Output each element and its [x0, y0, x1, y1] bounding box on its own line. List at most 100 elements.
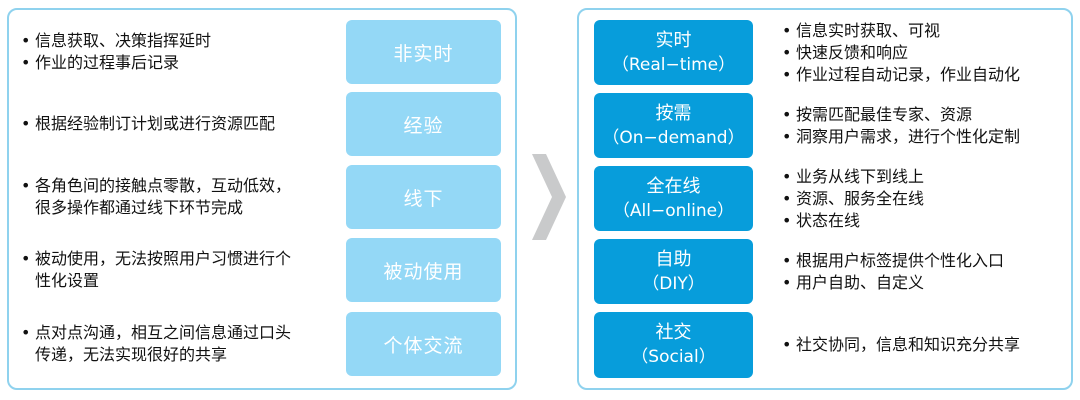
bullet-item: •各角色间的接触点零散，互动低效， [21, 175, 346, 197]
bullet-item: •根据用户标签提供个性化入口 [782, 250, 1072, 272]
bullet-dot: • [21, 176, 31, 195]
left-row: •被动使用，无法按照用户习惯进行个 性化设置 被动使用 [9, 238, 515, 302]
right-tag-diy: 自助 （DIY） [594, 239, 753, 304]
bullet-item: •按需匹配最佳专家、资源 [782, 104, 1072, 126]
bullet-item: •洞察用户需求，进行个性化定制 [782, 126, 1072, 148]
bullet-text: 按需匹配最佳专家、资源 [796, 104, 973, 124]
bullet-item: •信息实时获取、可视 [782, 20, 1072, 42]
bullet-text: 点对点沟通，相互之间信息通过口头 [35, 323, 292, 342]
right-tag-realtime: 实时 （Real−time） [594, 20, 753, 85]
bullet-dot: • [782, 166, 792, 186]
left-row: •信息获取、决策指挥延时 •作业的过程事后记录 非实时 [9, 20, 515, 84]
right-tag-all-online: 全在线 （All−online） [594, 166, 753, 231]
bullet-dot: • [21, 114, 31, 133]
bullet-text: 状态在线 [796, 210, 861, 230]
tag-subtitle: （Social） [631, 347, 716, 367]
bullet-item: •信息获取、决策指挥延时 [21, 30, 346, 52]
bullet-item: •社交协同，信息和知识充分共享 [782, 334, 1072, 356]
bullet-item: •作业过程自动记录，作业自动化 [782, 64, 1072, 86]
left-bullet-list: •信息获取、决策指挥延时 •作业的过程事后记录 [21, 20, 346, 84]
left-row: •各角色间的接触点零散，互动低效， 很多操作都通过线下环节完成 线下 [9, 165, 515, 229]
bullet-text: 被动使用，无法按照用户习惯进行个 [35, 249, 292, 268]
left-bullet-list: •各角色间的接触点零散，互动低效， 很多操作都通过线下环节完成 [21, 165, 346, 229]
right-row: 按需 （On−demand） •按需匹配最佳专家、资源 •洞察用户需求，进行个性… [579, 93, 1071, 158]
bullet-text: 快速反馈和响应 [796, 42, 909, 62]
bullet-dot: • [782, 188, 792, 208]
left-row: •根据经验制订计划或进行资源匹配 经验 [9, 92, 515, 156]
bullet-text: 社交协同，信息和知识充分共享 [796, 335, 1021, 354]
bullet-dot: • [782, 64, 792, 84]
bullet-text: 根据用户标签提供个性化入口 [796, 250, 1005, 270]
bullet-dot: • [782, 335, 792, 354]
target-state-panel: 实时 （Real−time） •信息实时获取、可视 •快速反馈和响应 •作业过程… [577, 8, 1073, 390]
bullet-text: 资源、服务全在线 [796, 188, 925, 208]
tag-subtitle: （DIY） [642, 273, 705, 294]
bullet-text: 洞察用户需求，进行个性化定制 [796, 126, 1021, 146]
tag-title: 按需 [655, 102, 692, 124]
right-bullet-list: •业务从线下到线上 •资源、服务全在线 •状态在线 [782, 166, 1072, 231]
bullet-dot: • [782, 272, 792, 292]
left-bullet-list: •被动使用，无法按照用户习惯进行个 性化设置 [21, 238, 346, 302]
bullet-dot: • [21, 53, 31, 72]
bullet-item: •作业的过程事后记录 [21, 52, 346, 74]
left-bullet-list: •根据经验制订计划或进行资源匹配 [21, 92, 346, 156]
bullet-text: 很多操作都通过线下环节完成 [35, 198, 244, 217]
bullet-dot: • [782, 42, 792, 62]
right-bullet-list: •根据用户标签提供个性化入口 •用户自助、自定义 [782, 239, 1072, 304]
left-tag-offline: 线下 [346, 165, 501, 229]
bullet-item: 传递，无法实现很好的共享 [21, 344, 346, 366]
left-row: •点对点沟通，相互之间信息通过口头 传递，无法实现很好的共享 个体交流 [9, 312, 515, 376]
bullet-dot: • [782, 126, 792, 146]
bullet-item: 很多操作都通过线下环节完成 [21, 197, 346, 219]
bullet-text: 传递，无法实现很好的共享 [35, 345, 228, 364]
tag-title: 自助 [655, 248, 692, 270]
bullet-dot: • [782, 104, 792, 124]
bullet-text: 各角色间的接触点零散，互动低效， [35, 176, 292, 195]
bullet-dot: • [782, 250, 792, 270]
bullet-item: •业务从线下到线上 [782, 166, 1072, 188]
bullet-text: 作业过程自动记录，作业自动化 [796, 64, 1021, 84]
bullet-dot: • [21, 249, 31, 268]
left-tag-experience: 经验 [346, 92, 501, 156]
right-row: 全在线 （All−online） •业务从线下到线上 •资源、服务全在线 •状态… [579, 166, 1071, 231]
bullet-text: 性化设置 [35, 271, 100, 290]
bullet-item: 性化设置 [21, 270, 346, 292]
bullet-text: 作业的过程事后记录 [35, 53, 180, 72]
right-bullet-list: •按需匹配最佳专家、资源 •洞察用户需求，进行个性化定制 [782, 93, 1072, 158]
tag-title: 全在线 [646, 175, 701, 197]
left-tag-non-realtime: 非实时 [346, 20, 501, 84]
bullet-item: •状态在线 [782, 210, 1072, 232]
bullet-item: •被动使用，无法按照用户习惯进行个 [21, 248, 346, 270]
left-bullet-list: •点对点沟通，相互之间信息通过口头 传递，无法实现很好的共享 [21, 312, 346, 376]
bullet-item: •用户自助、自定义 [782, 272, 1072, 294]
tag-title: 社交 [655, 322, 692, 343]
chevron-right-icon [532, 154, 566, 240]
tag-subtitle: （All−online） [612, 200, 735, 221]
bullet-dot: • [21, 31, 31, 50]
tag-title: 实时 [655, 29, 692, 51]
bullet-text: 信息获取、决策指挥延时 [35, 31, 212, 50]
bullet-text: 用户自助、自定义 [796, 272, 925, 292]
bullet-item: •根据经验制订计划或进行资源匹配 [21, 113, 346, 135]
bullet-item: •点对点沟通，相互之间信息通过口头 [21, 322, 346, 344]
bullet-dot: • [782, 20, 792, 40]
bullet-dot: • [782, 210, 792, 230]
bullet-text: 根据经验制订计划或进行资源匹配 [35, 114, 276, 133]
right-row: 自助 （DIY） •根据用户标签提供个性化入口 •用户自助、自定义 [579, 239, 1071, 304]
bullet-item: •资源、服务全在线 [782, 188, 1072, 210]
bullet-text: 信息实时获取、可视 [796, 20, 941, 40]
right-bullet-list: •信息实时获取、可视 •快速反馈和响应 •作业过程自动记录，作业自动化 [782, 20, 1072, 85]
left-tag-individual-communication: 个体交流 [346, 312, 501, 376]
right-tag-on-demand: 按需 （On−demand） [594, 93, 753, 158]
bullet-dot: • [21, 323, 31, 342]
left-tag-passive-use: 被动使用 [346, 238, 501, 302]
bullet-text: 业务从线下到线上 [796, 166, 925, 186]
bullet-item: •快速反馈和响应 [782, 42, 1072, 64]
tag-subtitle: （Real−time） [611, 54, 736, 75]
tag-subtitle: （On−demand） [602, 127, 745, 148]
right-row: 社交 （Social） •社交协同，信息和知识充分共享 [579, 312, 1071, 378]
right-tag-social: 社交 （Social） [594, 312, 753, 378]
right-bullet-list: •社交协同，信息和知识充分共享 [782, 312, 1072, 378]
right-row: 实时 （Real−time） •信息实时获取、可视 •快速反馈和响应 •作业过程… [579, 20, 1071, 85]
current-state-panel: •信息获取、决策指挥延时 •作业的过程事后记录 非实时 •根据经验制订计划或进行… [7, 8, 517, 390]
